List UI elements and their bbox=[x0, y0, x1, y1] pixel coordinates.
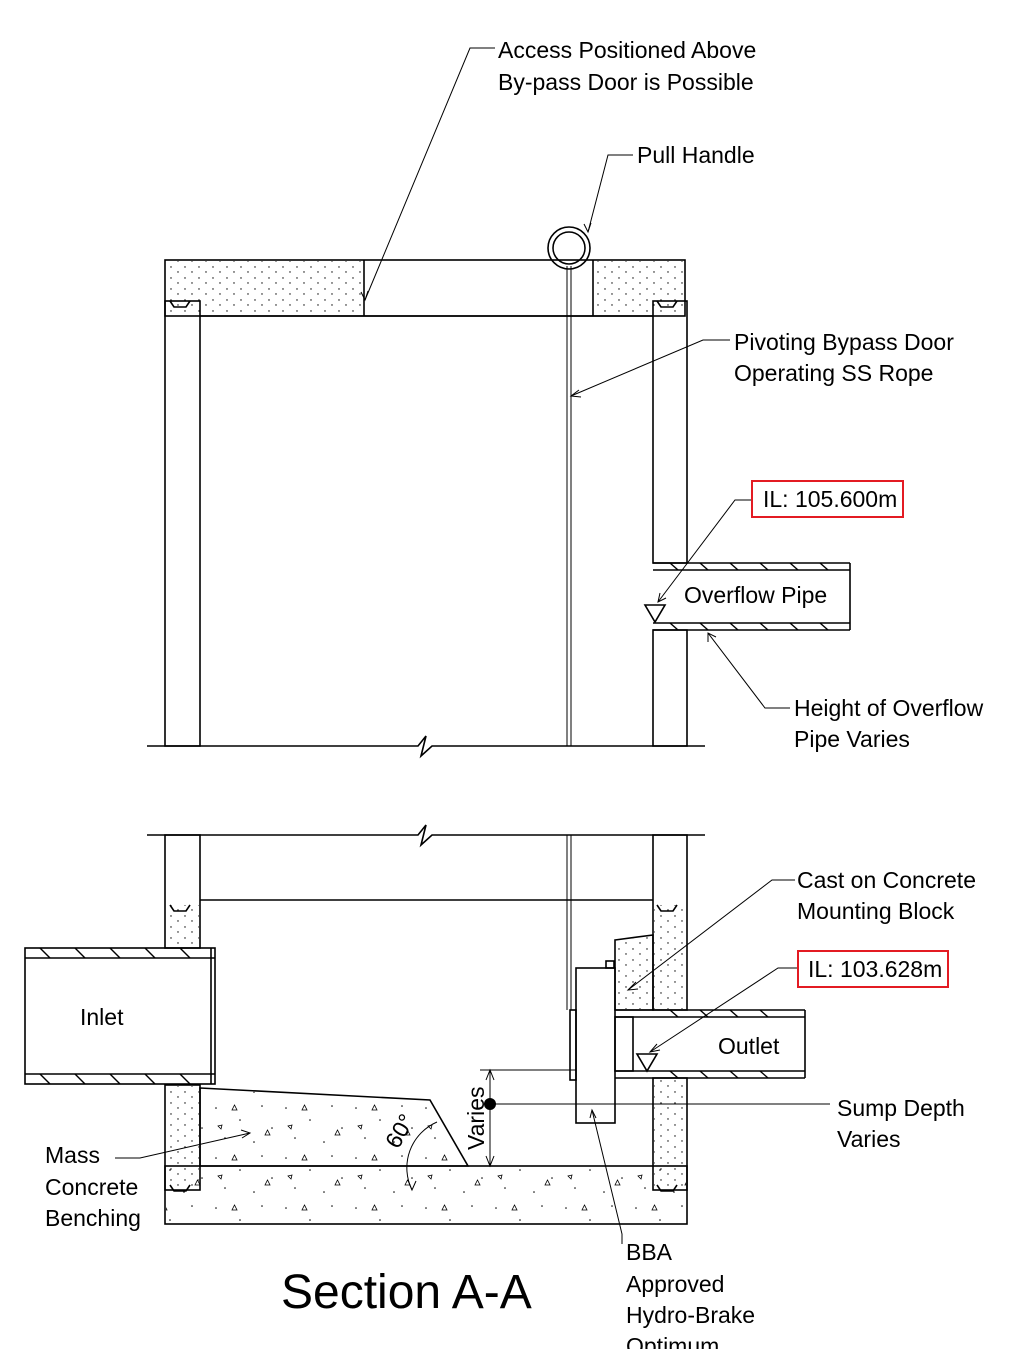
label-il-upper: IL: 105.600m bbox=[763, 486, 897, 512]
label-outlet: Outlet bbox=[718, 1033, 780, 1059]
lower-chamber bbox=[24, 824, 830, 1225]
cover-slab-fill-right bbox=[593, 261, 684, 315]
label-bba-1: BBA bbox=[626, 1239, 673, 1265]
label-height-1: Height of Overflow bbox=[794, 695, 984, 721]
label-mass-2: Concrete bbox=[45, 1174, 138, 1200]
il-box-lower bbox=[797, 950, 949, 988]
annotations: Access Positioned Above By-pass Door is … bbox=[45, 37, 984, 1349]
label-sump-1: Sump Depth bbox=[837, 1095, 965, 1121]
label-pull-handle: Pull Handle bbox=[637, 142, 755, 168]
il-box-upper bbox=[751, 480, 904, 518]
invert-level-marker-upper bbox=[643, 604, 667, 624]
overflow-pipe-shape bbox=[643, 562, 851, 631]
label-inlet: Inlet bbox=[80, 1004, 124, 1030]
break-line-lower bbox=[147, 824, 705, 848]
break-line-upper bbox=[147, 735, 705, 759]
label-bba-2: Approved bbox=[626, 1271, 724, 1297]
invert-level-marker-lower bbox=[635, 1053, 659, 1073]
right-wall-upper-a bbox=[652, 300, 688, 564]
cover-slab-fill-left bbox=[166, 261, 364, 315]
label-mass-3: Benching bbox=[45, 1205, 141, 1231]
leader-lines bbox=[115, 47, 800, 1244]
label-varies: Varies bbox=[463, 1087, 489, 1151]
label-cast-1: Cast on Concrete bbox=[797, 867, 976, 893]
label-access-1: Access Positioned Above bbox=[498, 37, 756, 63]
label-cast-2: Mounting Block bbox=[797, 898, 955, 924]
label-bba-4: Optimum bbox=[626, 1333, 719, 1349]
left-wall-upper bbox=[164, 300, 201, 747]
label-height-2: Pipe Varies bbox=[794, 726, 910, 752]
label-pivot-2: Operating SS Rope bbox=[734, 360, 933, 386]
sump-dimension bbox=[470, 1068, 830, 1168]
label-mass-1: Mass bbox=[45, 1142, 100, 1168]
label-pivot-1: Pivoting Bypass Door bbox=[734, 329, 954, 355]
label-bba-3: Hydro-Brake bbox=[626, 1302, 755, 1328]
label-il-lower: IL: 103.628m bbox=[808, 956, 942, 982]
label-access-2: By-pass Door is Possible bbox=[498, 69, 754, 95]
upper-chamber bbox=[147, 226, 851, 759]
label-sump-2: Varies bbox=[837, 1126, 901, 1152]
mass-concrete-benching bbox=[199, 1087, 470, 1167]
pull-handle-ring bbox=[547, 226, 591, 270]
right-wall-upper-b bbox=[652, 629, 688, 747]
section-title: Section A-A bbox=[281, 1266, 532, 1319]
inlet-pipe-shape bbox=[24, 947, 216, 1085]
label-overflow-pipe: Overflow Pipe bbox=[684, 582, 827, 608]
